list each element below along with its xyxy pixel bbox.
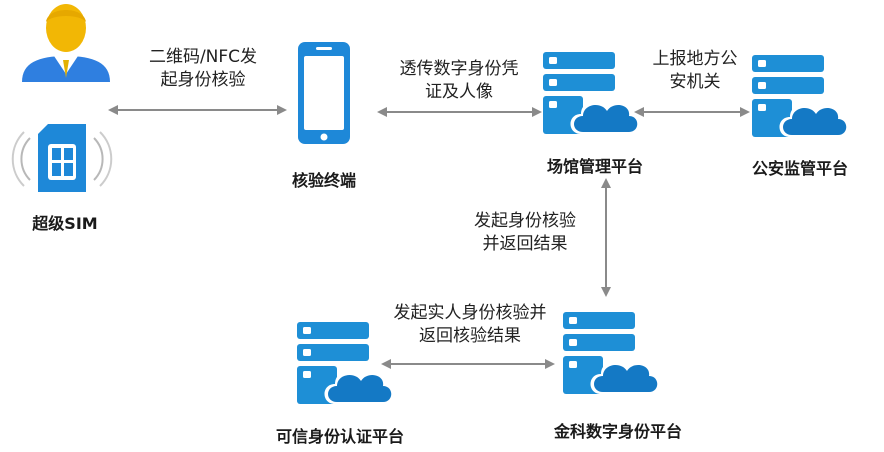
police-platform-label: 公安监管平台 xyxy=(751,159,848,178)
edge-label-line: 安机关 xyxy=(669,72,721,92)
super-sim-label: 超级SIM xyxy=(32,214,98,233)
edge-label-venue-police: 上报地方公 安机关 xyxy=(640,48,750,94)
user-avatar-icon xyxy=(22,4,110,82)
edge-label-line: 二维码/NFC发 xyxy=(148,47,258,67)
edge-label-line: 发起身份核验 xyxy=(474,211,576,231)
verify-terminal-label: 核验终端 xyxy=(291,171,356,190)
venue-platform-server-icon xyxy=(543,52,640,134)
edge-label-trusted-jinke: 发起实人身份核验并 返回核验结果 xyxy=(380,302,560,348)
edge-label-line: 透传数字身份凭 xyxy=(399,59,519,79)
jinke-platform-server-icon xyxy=(563,312,660,394)
edge-label-line: 并返回结果 xyxy=(482,234,568,254)
edge-label-line: 上报地方公 xyxy=(652,49,738,69)
edge-label-venue-jinke: 发起身份核验 并返回结果 xyxy=(455,210,595,256)
trusted-auth-platform-label: 可信身份认证平台 xyxy=(275,427,404,446)
sim-card-nfc-icon xyxy=(11,124,113,192)
edge-label-line: 证及人像 xyxy=(425,82,493,102)
police-platform-server-icon xyxy=(752,55,849,137)
edge-label-line: 返回核验结果 xyxy=(419,326,521,346)
jinke-platform-label: 金科数字身份平台 xyxy=(553,422,682,441)
mobile-phone-icon xyxy=(298,42,350,144)
edge-label-line: 起身份核验 xyxy=(160,70,246,90)
edge-label-terminal-venue: 透传数字身份凭 证及人像 xyxy=(384,58,534,104)
edge-label-line: 发起实人身份核验并 xyxy=(393,303,547,323)
venue-platform-label: 场馆管理平台 xyxy=(546,157,643,176)
edge-label-sim-terminal: 二维码/NFC发 起身份核验 xyxy=(128,46,278,92)
